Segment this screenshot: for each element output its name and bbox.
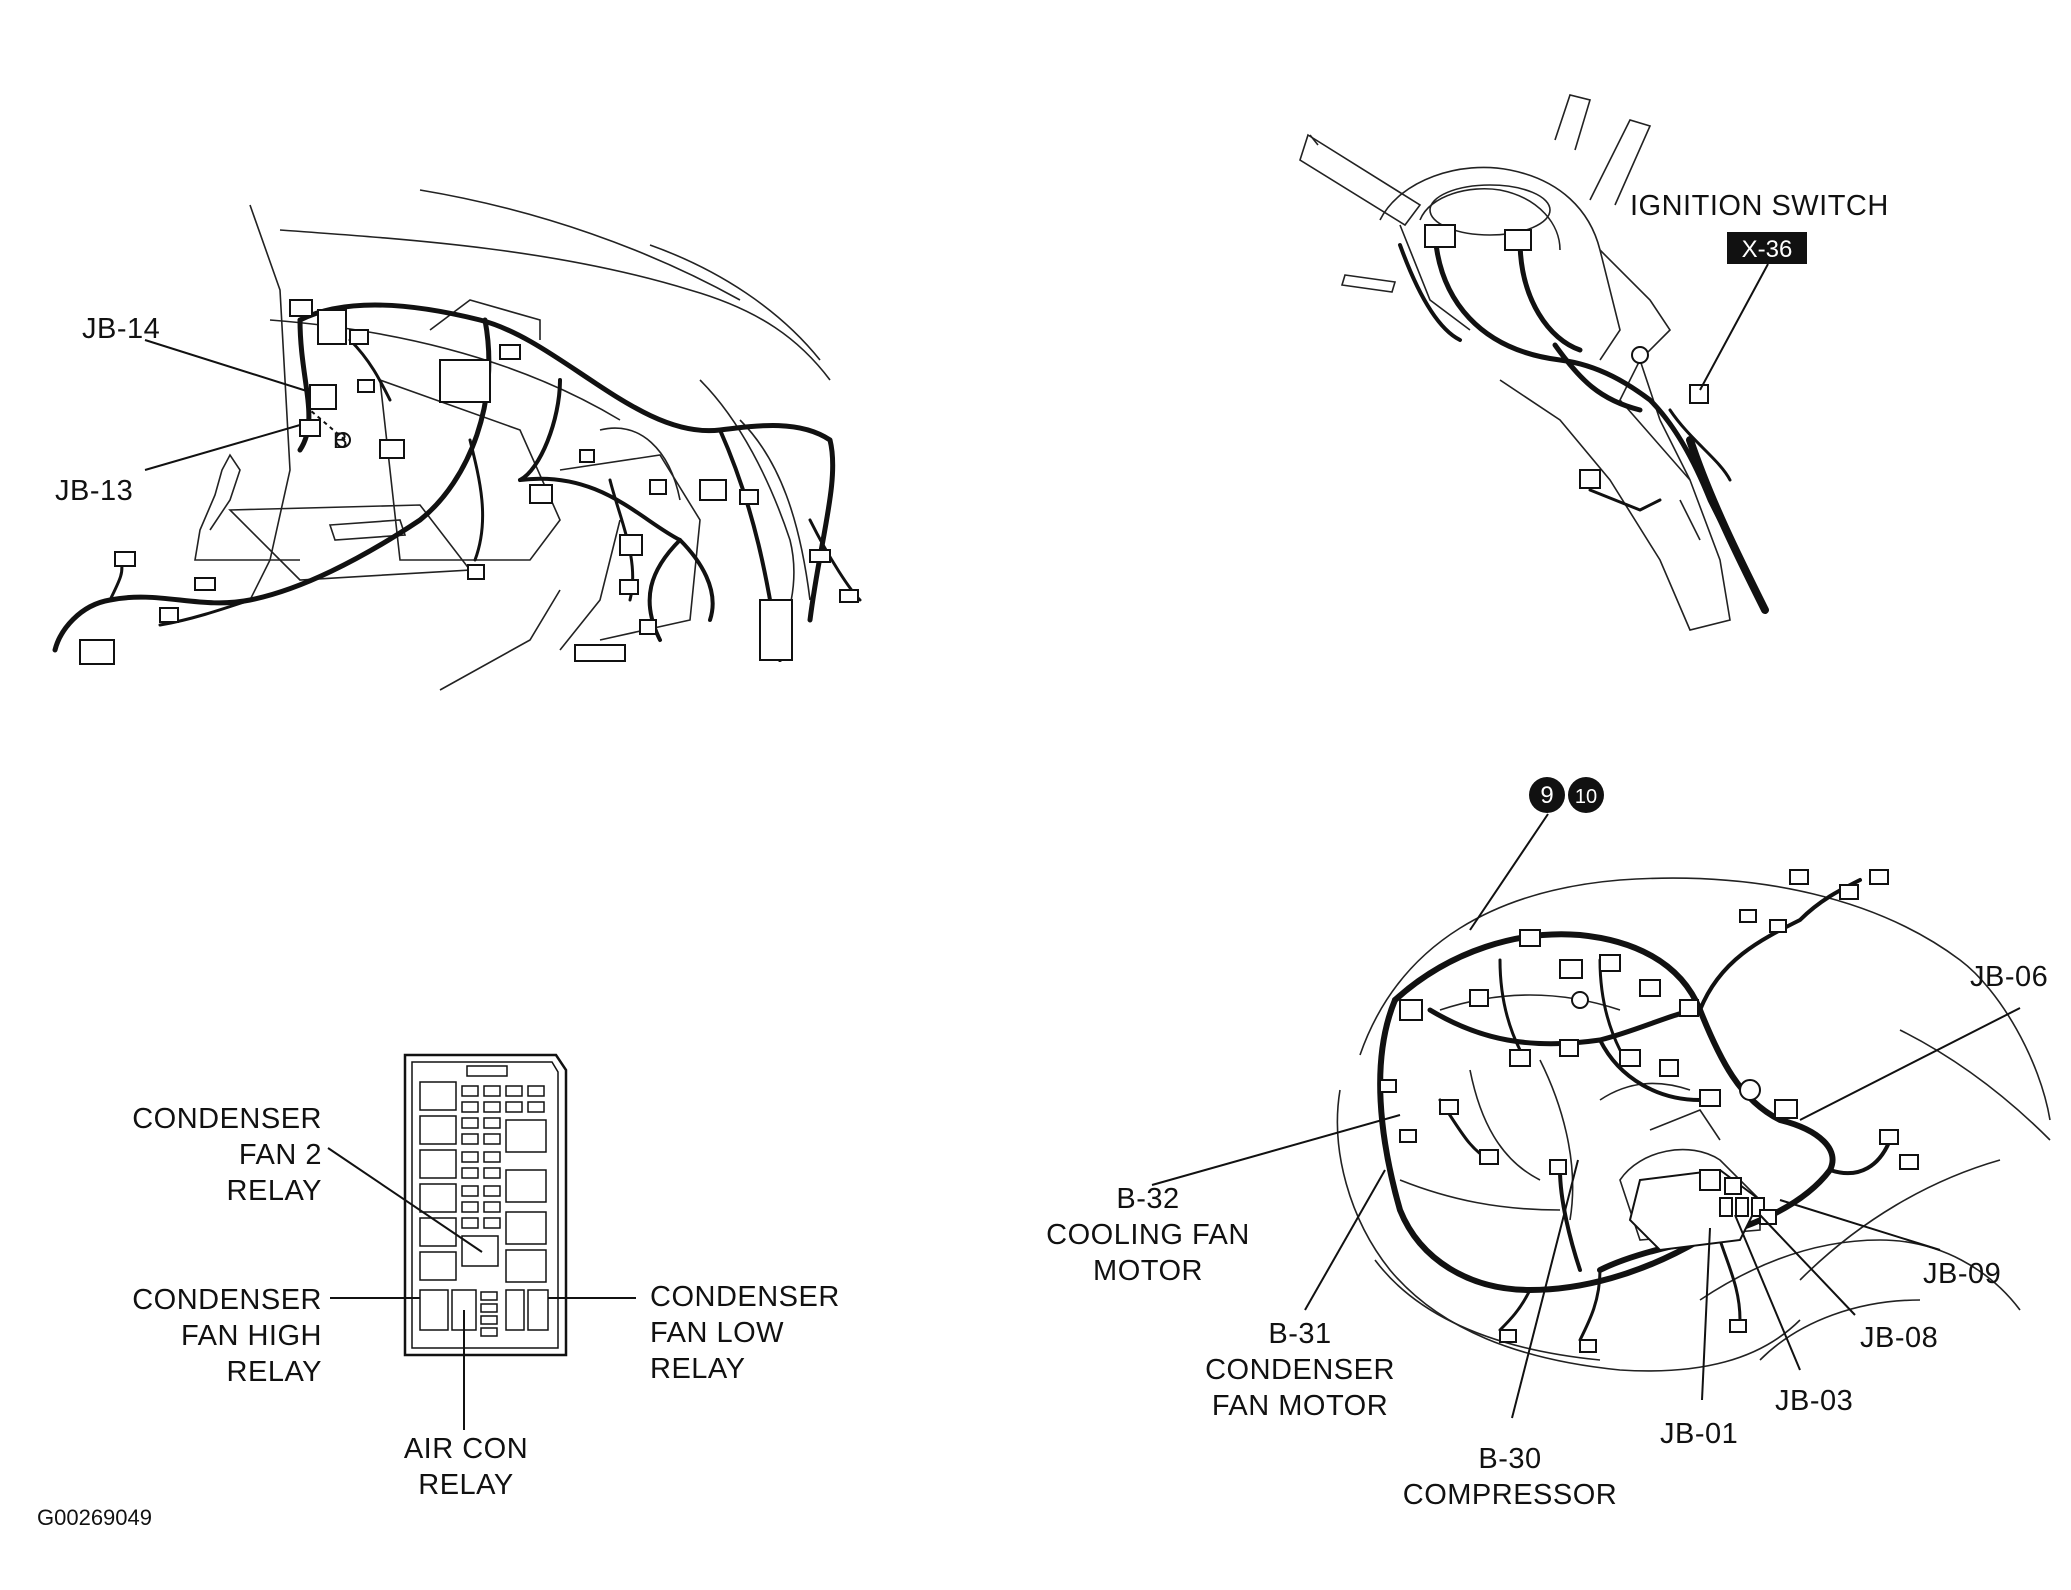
- figure-id: G00269049: [37, 1505, 152, 1530]
- dash-panel-drawing: B JB-14 JB-13: [52, 189, 862, 691]
- engine-bay-drawing: 9 10 JB-06 JB-09 JB-08 JB-03 JB-01 B-32 …: [1046, 777, 2051, 1511]
- air-con-relay-line1: AIR CON: [404, 1433, 528, 1465]
- jb01-label: JB-01: [1660, 1418, 1738, 1450]
- x36-badge: [1727, 232, 1807, 264]
- x36-label: X-36: [1742, 236, 1793, 263]
- b32-line2: COOLING FAN: [1046, 1219, 1250, 1251]
- condenser-fan-low-relay-line1: CONDENSER: [650, 1281, 840, 1313]
- condenser-fan-high-relay-line2: FAN HIGH: [181, 1320, 322, 1352]
- jb09-label: JB-09: [1923, 1258, 2001, 1290]
- jb06-label: JB-06: [1970, 961, 2048, 993]
- air-con-relay-line2: RELAY: [418, 1469, 513, 1501]
- condenser-fan-high-relay-line1: CONDENSER: [132, 1284, 322, 1316]
- b30-line1: B-30: [1478, 1443, 1541, 1475]
- badge-10-label: 10: [1575, 786, 1597, 808]
- relay-box-drawing: CONDENSER FAN 2 RELAY CONDENSER FAN HIGH…: [132, 1053, 840, 1501]
- badge-9-label: 9: [1540, 782, 1553, 809]
- b32-line3: MOTOR: [1093, 1255, 1203, 1287]
- condenser-fan-low-relay-line2: FAN LOW: [650, 1317, 784, 1349]
- b31-line1: B-31: [1268, 1318, 1331, 1350]
- steering-column-drawing: IGNITION SWITCH X-36: [1299, 94, 1889, 631]
- condenser-fan2-relay-line3: RELAY: [227, 1175, 322, 1207]
- jb13-label: JB-13: [55, 475, 133, 507]
- b32-line1: B-32: [1116, 1183, 1179, 1215]
- b30-line2: COMPRESSOR: [1403, 1479, 1617, 1511]
- badge-10: [1568, 777, 1604, 813]
- jb03-label: JB-03: [1775, 1385, 1853, 1417]
- jb14-label: JB-14: [82, 313, 160, 345]
- condenser-fan-low-relay-line3: RELAY: [650, 1353, 745, 1385]
- b31-line2: CONDENSER: [1205, 1354, 1395, 1386]
- b31-line3: FAN MOTOR: [1212, 1390, 1388, 1422]
- badge-9: [1529, 777, 1565, 813]
- condenser-fan-high-relay-line3: RELAY: [227, 1356, 322, 1388]
- condenser-fan2-relay-line2: FAN 2: [239, 1139, 322, 1171]
- jb08-label: JB-08: [1860, 1322, 1938, 1354]
- condenser-fan2-relay-line1: CONDENSER: [132, 1103, 322, 1135]
- ignition-switch-title: IGNITION SWITCH: [1630, 190, 1889, 222]
- svg-text:B: B: [333, 428, 348, 453]
